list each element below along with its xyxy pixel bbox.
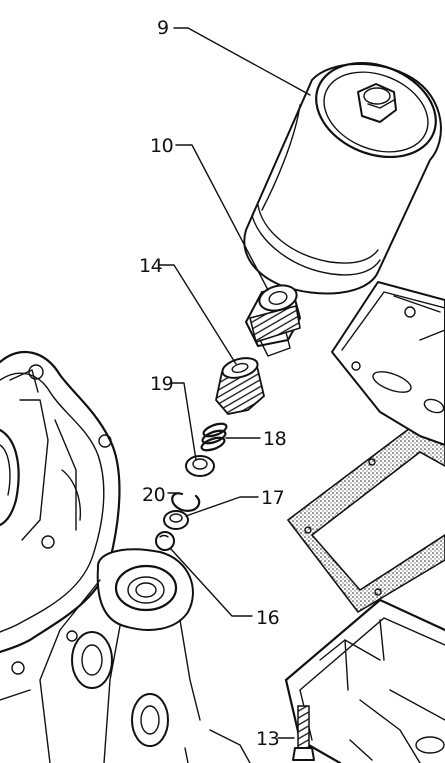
threaded-union: [245, 284, 301, 357]
oil-filter-cartridge: [243, 61, 442, 295]
check-ball: [155, 531, 175, 551]
callout-17: 17: [261, 487, 284, 509]
valve-piston: [185, 455, 215, 477]
callout-20: 20: [142, 484, 165, 506]
filter-hex-nut: [357, 83, 397, 123]
engine-housing: [0, 351, 121, 654]
oil-sump-pan: [284, 598, 445, 763]
callout-labels: 9 10 14 19 18 20 17 16 13: [139, 17, 287, 750]
filter-mount-bracket: [0, 548, 251, 763]
sump-bolt: [292, 705, 315, 761]
callout-16: 16: [256, 607, 279, 629]
baffle-plate: [331, 281, 445, 446]
callout-19: 19: [150, 373, 173, 395]
leader-lines: [159, 27, 311, 739]
callout-14: 14: [139, 255, 163, 277]
callout-18: 18: [263, 428, 286, 450]
callout-9: 9: [157, 17, 169, 39]
callout-10: 10: [150, 135, 173, 157]
sump-gasket: [286, 427, 445, 614]
valve-sleeve: [215, 357, 266, 415]
circlip: [171, 492, 201, 512]
callout-13: 13: [256, 728, 279, 750]
valve-seat: [163, 510, 189, 530]
coil-spring: [200, 422, 228, 452]
